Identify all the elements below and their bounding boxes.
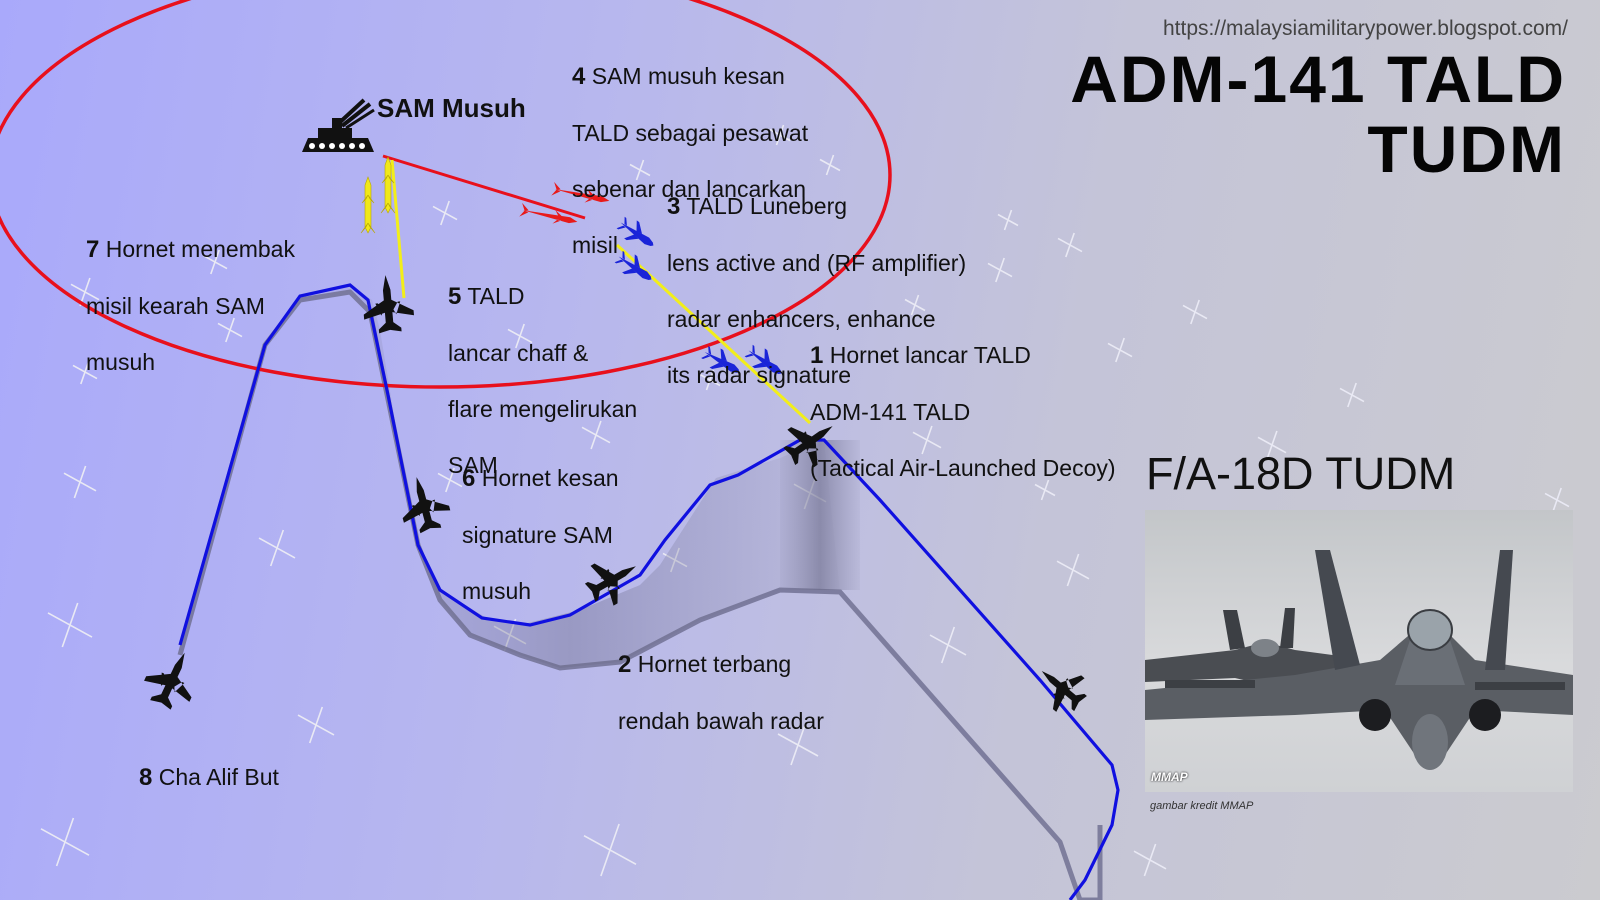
step-text: Hornet terbang bbox=[637, 651, 792, 677]
step-1-label: 1 Hornet lancar TALD ADM-141 TALD (Tacti… bbox=[810, 313, 1116, 510]
hornet-missile-trajectory bbox=[390, 159, 406, 299]
step-text: musuh bbox=[86, 349, 156, 375]
aircraft-photo: MMAP bbox=[1145, 510, 1573, 792]
terrain-cross bbox=[777, 724, 819, 766]
step-text: Hornet lancar TALD bbox=[829, 342, 1031, 368]
step-number: 2 bbox=[618, 651, 632, 678]
step-text: signature SAM bbox=[462, 522, 613, 548]
sam-tracking-line bbox=[382, 154, 586, 220]
terrain-cross bbox=[1257, 430, 1287, 460]
sam-label: SAM Musuh bbox=[377, 93, 526, 123]
terrain-cross bbox=[769, 124, 791, 146]
terrain-cross bbox=[40, 817, 90, 867]
step-number: 7 bbox=[86, 236, 100, 263]
terrain-cross bbox=[437, 467, 463, 493]
terrain-cross bbox=[47, 602, 93, 648]
step-text: TALD Luneberg bbox=[686, 193, 848, 219]
terrain-cross bbox=[1544, 487, 1570, 513]
flight-shadow-wall bbox=[300, 284, 840, 668]
terrain-cross bbox=[202, 249, 228, 275]
terrain-cross bbox=[819, 154, 841, 176]
terrain-cross bbox=[1133, 843, 1167, 877]
terrain-cross bbox=[1339, 382, 1365, 408]
fa18-illustration bbox=[1145, 550, 1573, 770]
step-number: 3 bbox=[667, 193, 681, 220]
terrain-cross bbox=[912, 425, 942, 455]
step-3-label: 3 TALD Luneberg lens active and (RF ampl… bbox=[667, 164, 966, 417]
terrain-cross bbox=[629, 159, 651, 181]
step-text: Hornet menembak bbox=[105, 236, 295, 262]
step-6-label: 6 Hornet kesan signature SAM musuh bbox=[462, 436, 619, 633]
step-text: lancar chaff & bbox=[448, 340, 589, 366]
step-text: Hornet kesan bbox=[481, 465, 619, 491]
terrain-cross bbox=[63, 465, 97, 499]
step-number: 6 bbox=[462, 465, 476, 492]
step-text: radar enhancers, enhance bbox=[667, 306, 936, 332]
terrain-cross bbox=[581, 420, 611, 450]
terrain-cross bbox=[432, 200, 458, 226]
step-number: 5 bbox=[448, 283, 462, 310]
step-text: flare mengelirukan bbox=[448, 396, 638, 422]
title-line: ADM-141 TALD bbox=[1070, 42, 1566, 116]
terrain-cross bbox=[507, 323, 533, 349]
terrain-cross bbox=[583, 823, 637, 877]
step-text: Cha Alif But bbox=[158, 764, 279, 790]
terrain-cross bbox=[929, 626, 967, 664]
terrain-cross bbox=[997, 209, 1019, 231]
step-text: misil bbox=[572, 232, 618, 258]
step-5-label: 5 TALD lancar chaff & flare mengelirukan… bbox=[448, 254, 637, 507]
source-url: https://malaysiamilitarypower.blogspot.c… bbox=[1163, 17, 1568, 40]
hornet-missile-icon bbox=[360, 176, 376, 234]
step-text: its radar signature bbox=[667, 362, 852, 388]
step-text: (Tactical Air-Launched Decoy) bbox=[810, 455, 1116, 481]
terrain-cross bbox=[297, 706, 335, 744]
sam-radar-ring bbox=[0, 0, 892, 389]
step-text: SAM bbox=[448, 452, 498, 478]
step-4-label: 4 SAM musuh kesan TALD sebagai pesawat s… bbox=[572, 34, 808, 287]
terrain-cross bbox=[987, 257, 1013, 283]
hornet-jet-icon bbox=[1027, 654, 1095, 721]
step-text: rendah bawah radar bbox=[618, 708, 824, 734]
mmap-logo: MMAP bbox=[1151, 770, 1188, 784]
page-title: ADM-141 TALD TUDM bbox=[1070, 44, 1566, 184]
terrain-cross bbox=[1182, 299, 1208, 325]
terrain-cross bbox=[72, 359, 98, 385]
terrain-cross bbox=[904, 294, 926, 316]
step-text: ADM-141 TALD bbox=[810, 399, 971, 425]
terrain-cross bbox=[217, 317, 243, 343]
step-text: SAM musuh kesan bbox=[591, 63, 785, 89]
hornet-flight-path bbox=[178, 283, 1120, 900]
terrain-cross bbox=[1056, 553, 1090, 587]
terrain-cross bbox=[258, 529, 296, 567]
terrain-cross bbox=[1107, 337, 1133, 363]
hornet-jet-icon bbox=[137, 642, 208, 716]
step-8-label: 8 Cha Alif But bbox=[139, 735, 279, 820]
step-text: musuh bbox=[462, 578, 532, 604]
photo-credit: gambar kredit MMAP bbox=[1150, 800, 1254, 812]
step-text: TALD sebagai pesawat bbox=[572, 120, 809, 146]
sam-launcher-icon bbox=[302, 98, 375, 152]
step-text: TALD bbox=[467, 283, 525, 309]
step-text: sebenar dan lancarkan bbox=[572, 176, 806, 202]
step-text: lens active and (RF amplifier) bbox=[667, 250, 967, 276]
terrain-crosses bbox=[40, 124, 1570, 877]
step-number: 4 bbox=[572, 63, 586, 90]
terrain-cross bbox=[699, 369, 721, 391]
title-line: TUDM bbox=[1367, 112, 1566, 186]
step-2-label: 2 Hornet terbang rendah bawah radar bbox=[618, 622, 824, 763]
step-number: 8 bbox=[139, 764, 153, 791]
terrain-cross bbox=[1034, 479, 1056, 501]
step-text: misil kearah SAM bbox=[86, 293, 265, 319]
photo-title: F/A-18D TUDM bbox=[1146, 448, 1456, 499]
terrain-cross bbox=[1057, 232, 1083, 258]
step-7-label: 7 Hornet menembak misil kearah SAM musuh bbox=[86, 207, 295, 404]
step-number: 1 bbox=[810, 342, 824, 369]
